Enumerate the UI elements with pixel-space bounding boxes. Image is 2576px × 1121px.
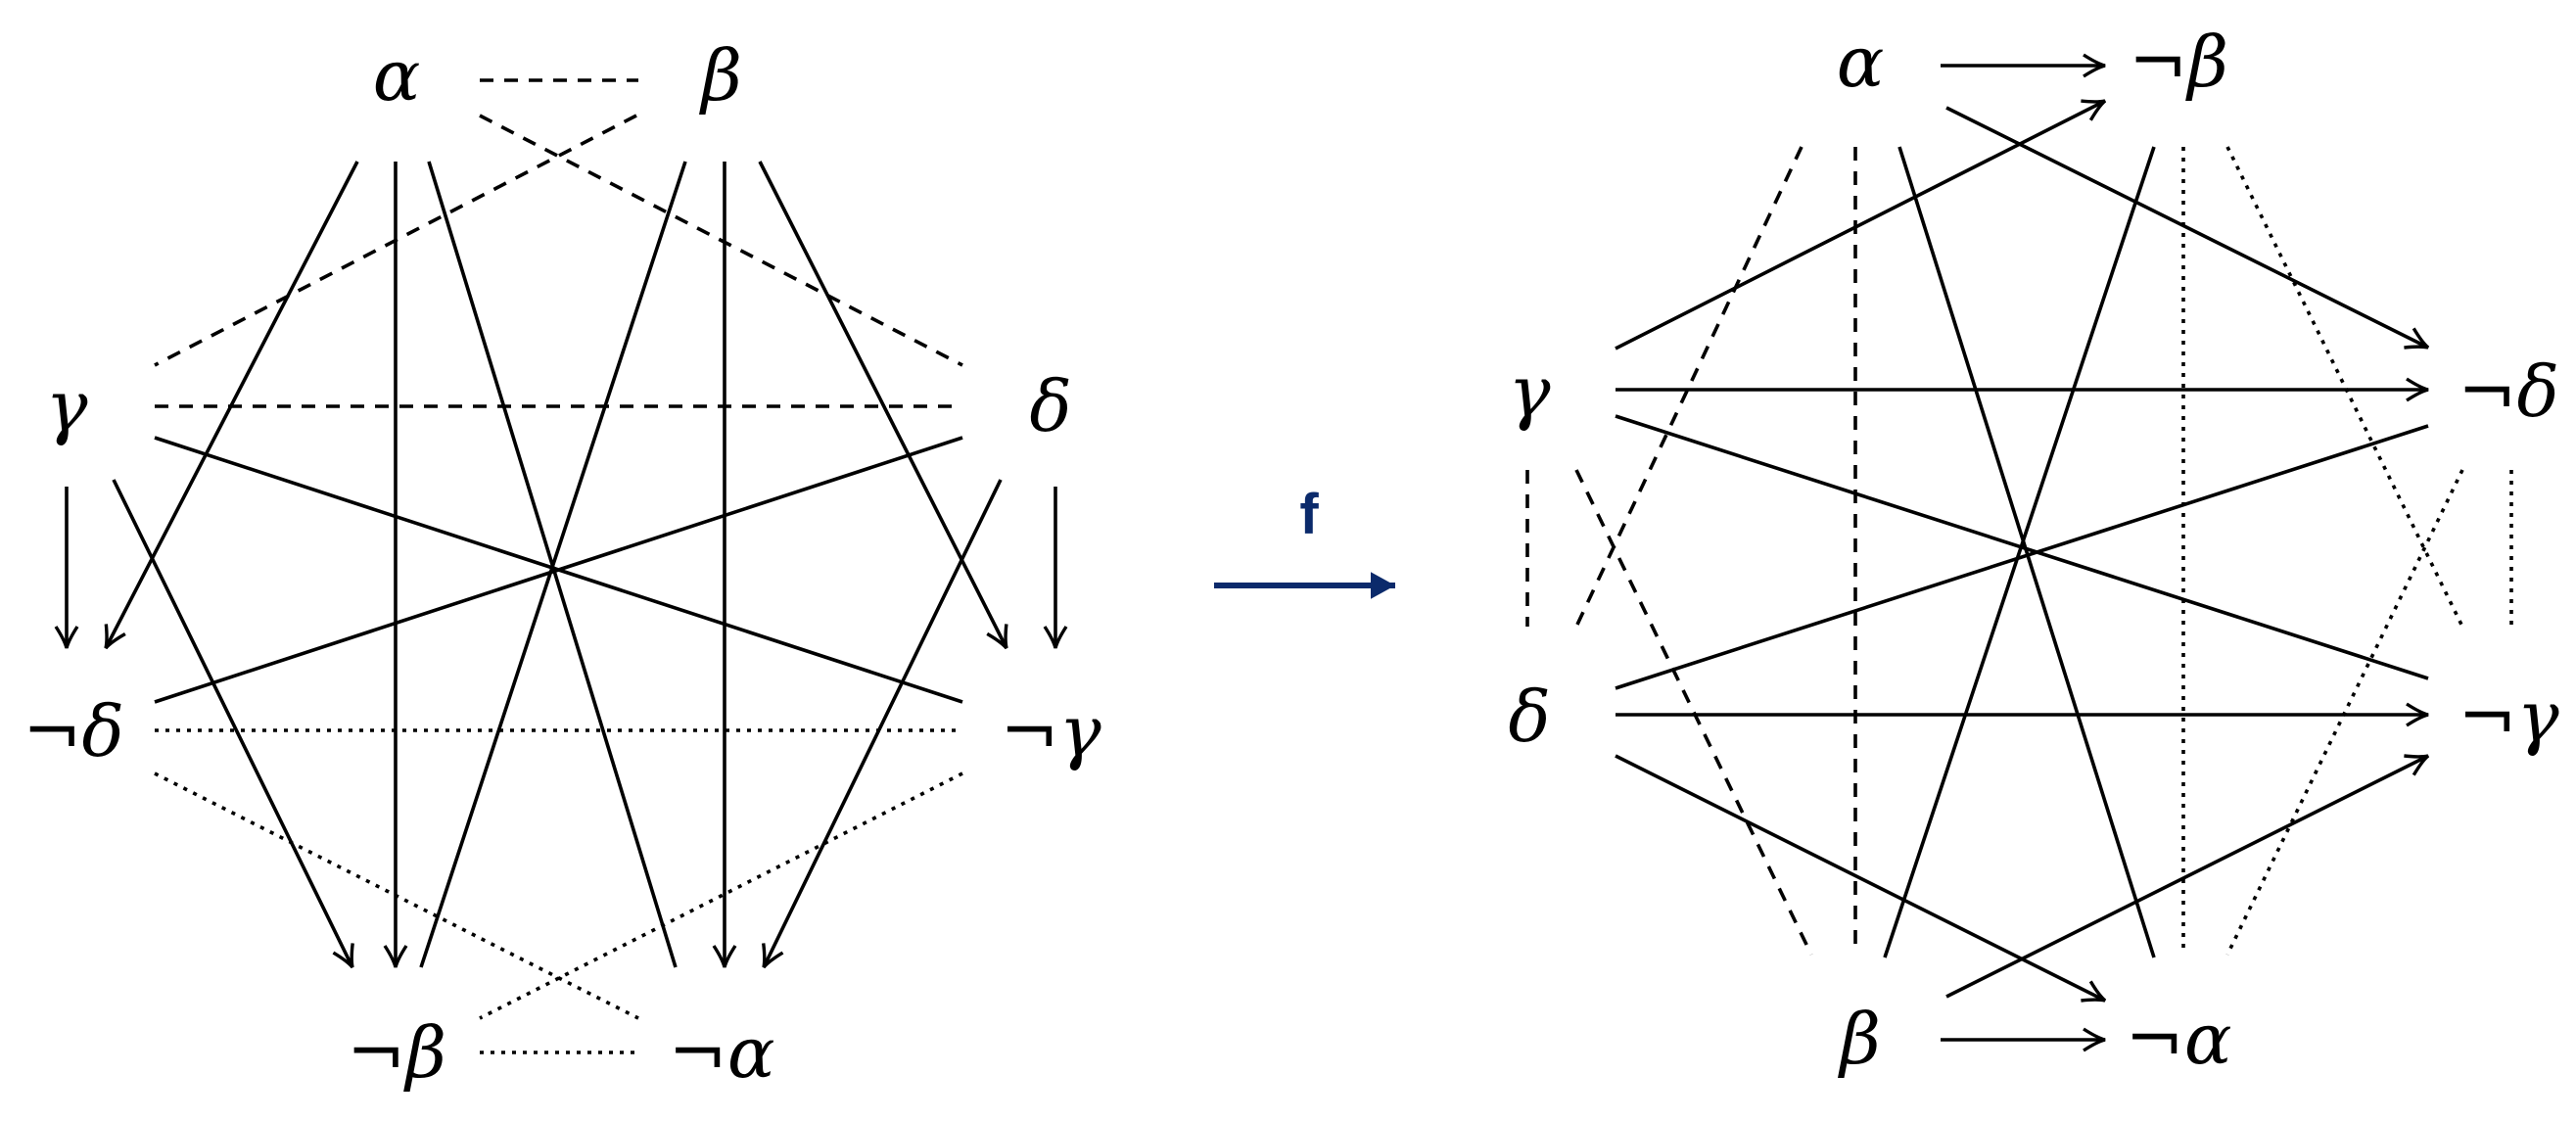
left-edges — [54, 78, 1068, 1054]
right-node-delta: δ — [1508, 676, 1550, 758]
left-node-alpha: α — [373, 34, 421, 117]
right-node-not-delta: ¬δ — [2458, 350, 2559, 433]
arrow-alpha-notdelta — [104, 161, 359, 650]
edge-beta-notbeta — [419, 161, 687, 968]
arrow-r-delta-notalpha — [1615, 754, 2107, 1003]
left-node-labels: α β γ δ ¬δ ¬γ ¬β ¬α — [23, 34, 1101, 1094]
edge-delta-notdelta — [154, 436, 963, 704]
left-node-not-delta: ¬δ — [23, 690, 124, 772]
map-f: f — [1214, 483, 1395, 599]
left-diagram: α β γ δ ¬δ ¬γ ¬β ¬α — [23, 34, 1101, 1094]
left-node-beta: β — [698, 34, 742, 117]
left-node-not-beta: ¬β — [347, 1011, 446, 1094]
right-node-alpha: α — [1837, 21, 1885, 103]
right-node-not-beta: ¬β — [2129, 21, 2228, 103]
map-label: f — [1299, 483, 1319, 546]
right-node-not-gamma: ¬γ — [2458, 676, 2559, 758]
right-node-gamma: γ — [1508, 350, 1551, 433]
arrow-r-beta-notgamma — [1945, 754, 2430, 999]
arrow-delta-notalpha — [762, 479, 1003, 969]
edge-notgamma-notbeta-dotted — [479, 771, 963, 1020]
right-edges — [1525, 53, 2513, 1052]
left-node-delta: δ — [1029, 365, 1071, 447]
arrow-r-alpha-notdelta — [1945, 106, 2430, 350]
edge-alpha-delta-dashed — [479, 114, 963, 367]
edge-r-steep-2 — [1883, 146, 2156, 958]
right-node-labels: α ¬β γ ¬δ δ ¬γ β ¬α — [1508, 21, 2559, 1080]
edge-r-dashed-1 — [1574, 146, 1803, 628]
edge-r-dotted-4 — [2225, 469, 2464, 956]
left-node-not-alpha: ¬α — [669, 1011, 775, 1094]
edge-r-dotted-2 — [2225, 146, 2464, 628]
edge-r-delta-notdelta — [1615, 424, 2429, 690]
arrow-gamma-notbeta — [112, 479, 354, 969]
edge-r-steep-1 — [1897, 146, 2156, 958]
right-node-beta: β — [1837, 998, 1881, 1080]
arrow-beta-notgamma — [758, 161, 1008, 650]
right-diagram: α ¬β γ ¬δ δ ¬γ β ¬α — [1508, 21, 2559, 1080]
edge-r-dashed-4 — [1574, 469, 1813, 956]
left-node-not-gamma: ¬γ — [1000, 690, 1101, 772]
arrow-r-gamma-notbeta — [1615, 99, 2107, 350]
right-node-not-alpha: ¬α — [2126, 998, 2232, 1080]
left-node-gamma: γ — [45, 365, 88, 447]
